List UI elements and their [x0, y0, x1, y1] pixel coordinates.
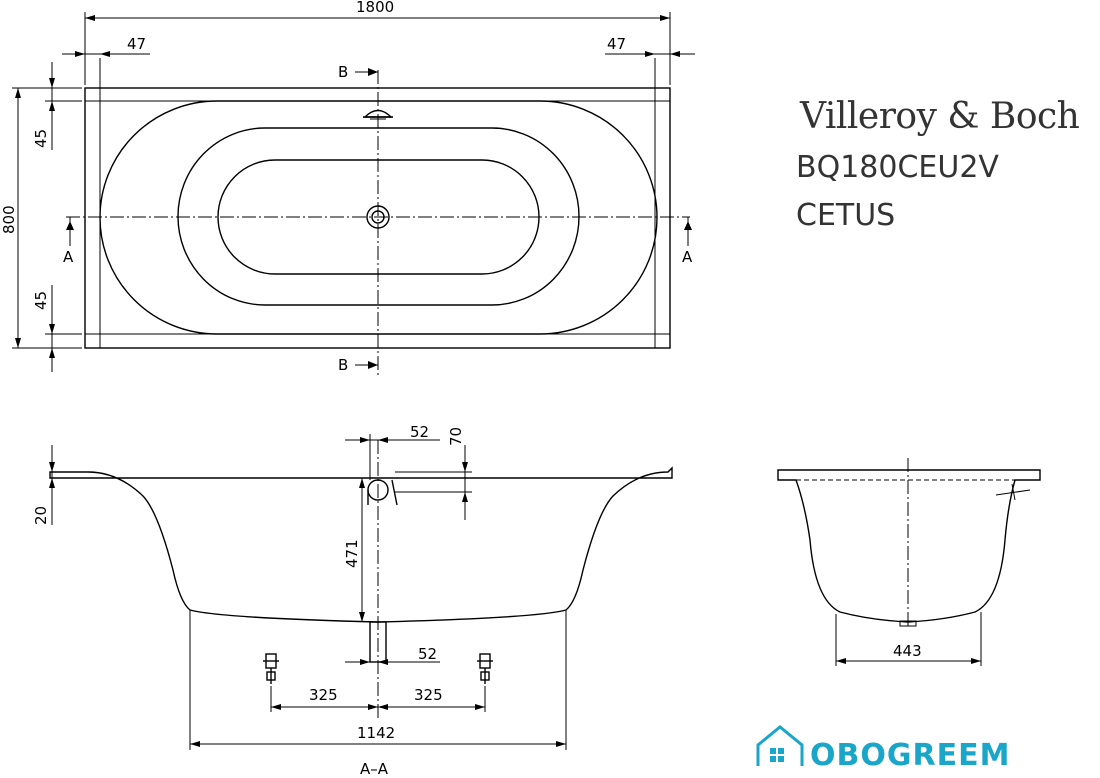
arrow-right-icon — [368, 361, 378, 369]
adjustable-foot-icon — [263, 653, 279, 684]
section-a-a-view: 52 70 20 471 52 325 325 — [32, 423, 673, 778]
logo-text: OBOGREEM — [810, 738, 1010, 773]
dim-rim-thickness: 20 — [32, 506, 50, 525]
drain-outlet-icon — [899, 620, 917, 627]
dim-cross-base: 443 — [893, 642, 922, 660]
dim-base-length: 1142 — [357, 724, 395, 742]
middle-basin — [177, 127, 580, 306]
dim-rim-top: 45 — [32, 129, 50, 148]
dim-foot-right: 325 — [414, 686, 443, 704]
dim-depth: 471 — [343, 539, 361, 568]
obogreem-logo: OBOGREEM — [756, 725, 1010, 773]
dim-overflow-offset: 52 — [410, 423, 429, 441]
tub-profile — [49, 466, 673, 623]
dim-width: 800 — [0, 205, 18, 234]
plan-view: A A B B 1800 47 47 800 — [0, 0, 695, 378]
section-b-top: B — [338, 63, 348, 81]
section-a-right: A — [682, 248, 693, 266]
cross-profile — [777, 469, 1041, 623]
inner-basin — [217, 159, 540, 275]
model-code: BQ180CEU2V — [796, 150, 999, 185]
dim-rim-bottom: 45 — [32, 291, 50, 310]
house-icon — [756, 725, 804, 766]
dim-foot-left: 325 — [309, 686, 338, 704]
dim-rim-right: 47 — [607, 35, 626, 53]
drain-icon — [366, 205, 390, 229]
outer-basin — [99, 100, 658, 335]
model-name: CETUS — [796, 198, 895, 233]
arrow-up-icon — [66, 221, 74, 230]
arrow-right-icon — [368, 68, 378, 76]
arrow-up-icon — [684, 221, 692, 230]
dim-drain-offset: 52 — [418, 645, 437, 663]
overflow-icon — [363, 109, 393, 120]
brand-title: Villeroy & Boch — [799, 96, 1080, 137]
section-b-b-view: 443 — [777, 458, 1041, 666]
dim-length: 1800 — [356, 0, 394, 16]
section-b-bottom: B — [338, 356, 348, 374]
dim-overflow-height: 70 — [447, 427, 465, 446]
adjustable-foot-icon — [477, 653, 493, 684]
section-a-left: A — [63, 248, 74, 266]
section-title: A–A — [360, 760, 389, 778]
dim-rim-left: 47 — [127, 35, 146, 53]
